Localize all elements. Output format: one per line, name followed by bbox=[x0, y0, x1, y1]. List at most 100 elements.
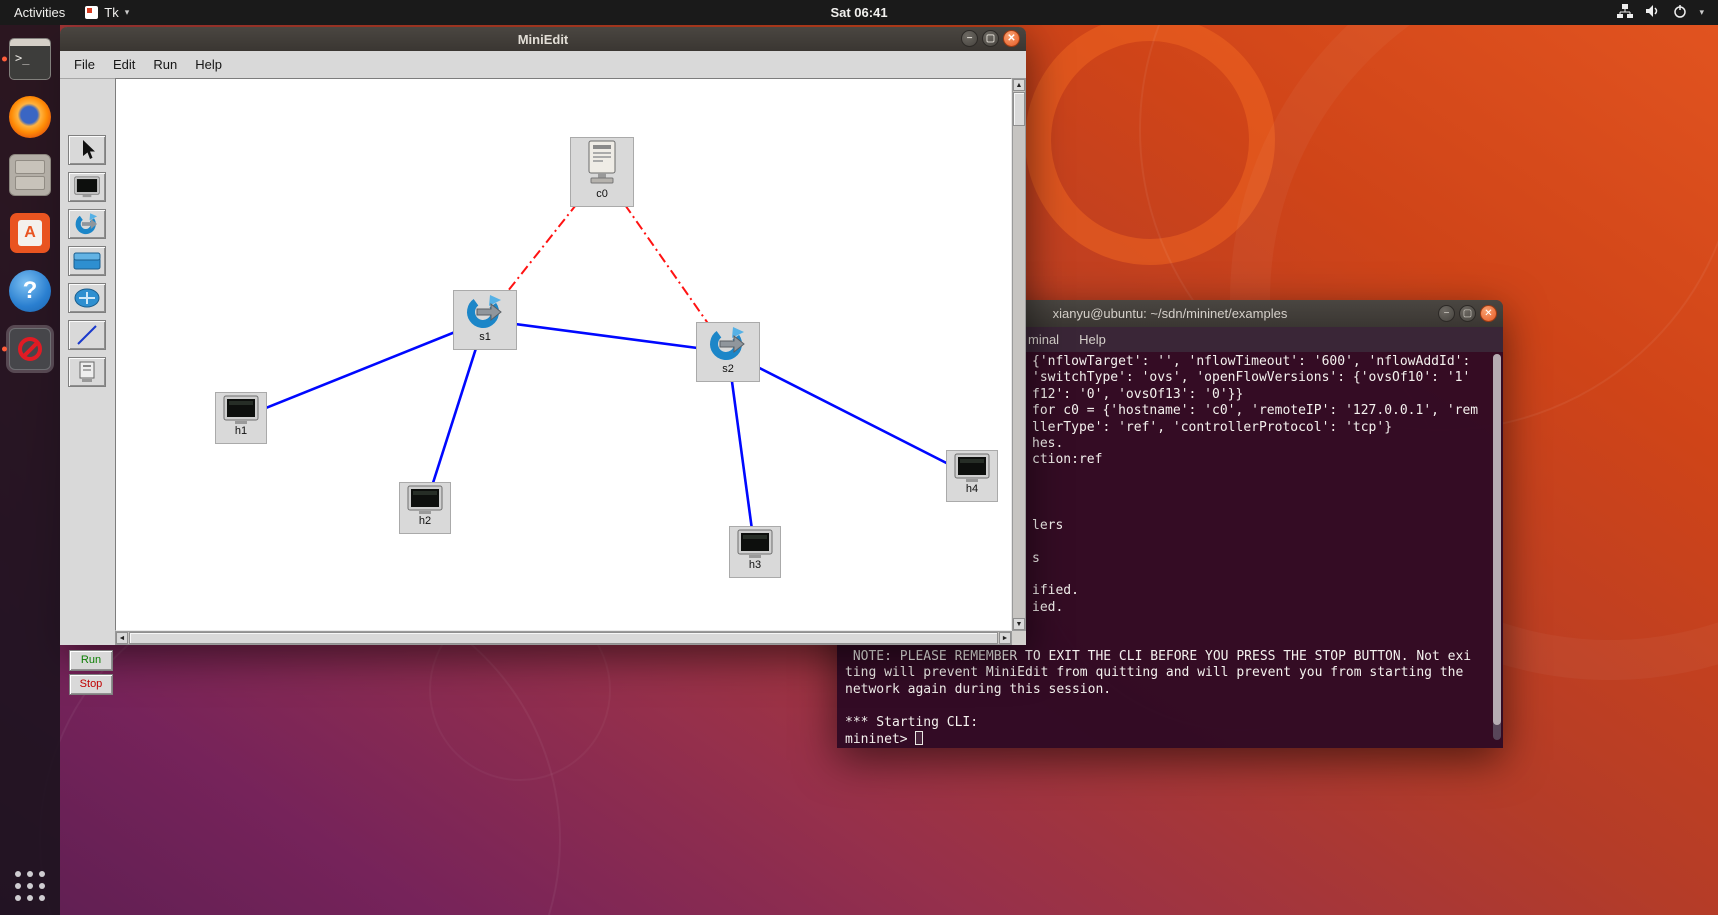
terminal-line: 'switchType': 'ovs', 'openFlowVersions':… bbox=[1032, 370, 1471, 386]
dock-item-help[interactable]: ? bbox=[0, 262, 60, 320]
link-icon bbox=[77, 325, 97, 345]
menu-run[interactable]: Run bbox=[153, 57, 178, 72]
miniedit-titlebar[interactable]: MiniEdit − ▢ ✕ bbox=[60, 27, 1026, 52]
cursor-icon bbox=[83, 140, 95, 159]
show-applications-button[interactable] bbox=[15, 871, 45, 901]
tool-netlink-button[interactable] bbox=[68, 320, 106, 350]
tool-legacy-router-button[interactable] bbox=[68, 283, 106, 313]
tool-select-button[interactable] bbox=[68, 135, 106, 165]
node-c0[interactable]: c0 bbox=[570, 137, 634, 207]
link-s1-s2[interactable] bbox=[484, 318, 729, 354]
network-icon bbox=[1617, 4, 1634, 21]
scroll-down-icon[interactable] bbox=[1013, 618, 1025, 630]
node-h3[interactable]: h3 bbox=[729, 526, 781, 578]
scrollbar-thumb[interactable] bbox=[129, 632, 998, 644]
host-icon bbox=[74, 176, 100, 198]
tool-legacy-switch-button[interactable] bbox=[68, 246, 106, 276]
tk-app-icon bbox=[85, 6, 99, 19]
minimize-button[interactable]: − bbox=[1438, 305, 1455, 322]
topology-canvas[interactable]: c0 s1 s2 h1 h2 h3 h4 bbox=[115, 78, 1012, 631]
legacy-switch-icon bbox=[73, 252, 101, 270]
dock-item-ubuntu-software[interactable]: A bbox=[0, 204, 60, 262]
ubuntu-software-icon: A bbox=[10, 213, 50, 253]
vertical-scrollbar[interactable] bbox=[1012, 78, 1026, 631]
menu-help[interactable]: Help bbox=[1079, 332, 1106, 347]
stop-button[interactable]: Stop bbox=[69, 674, 113, 695]
legacy-router-icon bbox=[74, 288, 100, 308]
node-s2[interactable]: s2 bbox=[696, 322, 760, 382]
dock-item-files[interactable] bbox=[0, 146, 60, 204]
dock-item-firefox[interactable] bbox=[0, 88, 60, 146]
scroll-left-icon[interactable] bbox=[116, 632, 128, 644]
topology-links-layer bbox=[240, 171, 973, 553]
terminal-line: NOTE: PLEASE REMEMBER TO EXIT THE CLI BE… bbox=[845, 649, 1472, 665]
chevron-down-icon: ▾ bbox=[124, 7, 130, 17]
terminal-cursor bbox=[915, 730, 924, 745]
canvas-area: c0 s1 s2 h1 h2 h3 h4 bbox=[115, 78, 1026, 645]
power-icon bbox=[1673, 4, 1687, 21]
maximize-button[interactable]: ▢ bbox=[982, 30, 999, 47]
dock-item-terminal[interactable]: >_ bbox=[0, 30, 60, 88]
dock-item-active-app[interactable] bbox=[0, 320, 60, 378]
close-button[interactable]: ✕ bbox=[1003, 30, 1020, 47]
menu-help[interactable]: Help bbox=[195, 57, 222, 72]
activities-button[interactable]: Activities bbox=[14, 5, 66, 20]
scrollbar-thumb[interactable] bbox=[1013, 92, 1025, 126]
node-s1[interactable]: s1 bbox=[453, 290, 517, 350]
terminal-line: {'nflowTarget': '', 'nflowTimeout': '600… bbox=[1032, 354, 1471, 369]
menu-file[interactable]: File bbox=[74, 57, 95, 72]
link-s1-h2[interactable] bbox=[423, 319, 487, 509]
terminal-title: xianyu@ubuntu: ~/sdn/mininet/examples bbox=[1052, 306, 1288, 321]
scrollbar-thumb[interactable] bbox=[1493, 354, 1501, 725]
host-icon bbox=[407, 485, 443, 514]
volume-icon bbox=[1645, 4, 1661, 21]
scroll-right-icon[interactable] bbox=[999, 632, 1011, 644]
help-icon: ? bbox=[9, 270, 51, 312]
menu-terminal-partial[interactable]: minal bbox=[1028, 332, 1060, 347]
link-s2-h3[interactable] bbox=[726, 351, 757, 553]
run-button[interactable]: Run bbox=[69, 650, 113, 671]
terminal-output[interactable]: {'nflowTarget': '', 'nflowTimeout': '600… bbox=[837, 352, 1503, 748]
terminal-line: llerType': 'ref', 'controllerProtocol': … bbox=[1032, 419, 1393, 435]
link-s1-h1[interactable] bbox=[240, 318, 486, 420]
tool-host-button[interactable] bbox=[68, 172, 106, 202]
menu-edit[interactable]: Edit bbox=[112, 57, 136, 72]
terminal-icon: >_ bbox=[9, 38, 51, 80]
link-c0-s1[interactable] bbox=[484, 171, 603, 321]
terminal-line: network again during this session. bbox=[845, 681, 1112, 697]
node-h4[interactable]: h4 bbox=[946, 450, 998, 502]
scrollbar-corner bbox=[1012, 631, 1026, 645]
terminal-line bbox=[845, 698, 1503, 714]
clock[interactable]: Sat 06:41 bbox=[830, 5, 888, 20]
terminal-line: f12': '0', 'ovsOf13': '0'}} bbox=[1032, 386, 1244, 402]
chevron-down-icon: ▾ bbox=[1699, 7, 1704, 17]
tool-switch-button[interactable] bbox=[68, 209, 106, 239]
node-label: h4 bbox=[965, 483, 979, 495]
terminal-scrollbar[interactable] bbox=[1493, 354, 1501, 740]
terminal-line: ied. bbox=[1032, 599, 1064, 615]
horizontal-scrollbar[interactable] bbox=[115, 631, 1012, 645]
host-icon bbox=[737, 529, 773, 558]
terminal-line: for c0 = {'hostname': 'c0', 'remoteIP': … bbox=[1032, 403, 1479, 419]
switch-icon bbox=[75, 213, 98, 235]
node-label: s2 bbox=[722, 363, 734, 375]
node-h1[interactable]: h1 bbox=[215, 392, 267, 444]
minimize-button[interactable]: − bbox=[961, 30, 978, 47]
terminal-line: *** Starting CLI: bbox=[845, 714, 979, 730]
files-icon bbox=[9, 154, 51, 196]
system-tray[interactable]: ▾ bbox=[1617, 4, 1718, 21]
app-menu[interactable]: Tk ▾ bbox=[85, 5, 129, 20]
gnome-top-bar: Activities Tk ▾ Sat 06:41 ▾ bbox=[0, 0, 1718, 25]
switch-icon bbox=[710, 327, 745, 360]
scroll-up-icon[interactable] bbox=[1013, 79, 1025, 91]
close-button[interactable]: ✕ bbox=[1480, 305, 1497, 322]
node-label: c0 bbox=[596, 188, 608, 200]
maximize-button[interactable]: ▢ bbox=[1459, 305, 1476, 322]
terminal-line: ction:ref bbox=[1032, 452, 1103, 468]
link-s2-h4[interactable] bbox=[727, 350, 973, 478]
node-h2[interactable]: h2 bbox=[399, 482, 451, 534]
miniedit-title: MiniEdit bbox=[517, 31, 569, 47]
tool-controller-button[interactable] bbox=[68, 357, 106, 387]
